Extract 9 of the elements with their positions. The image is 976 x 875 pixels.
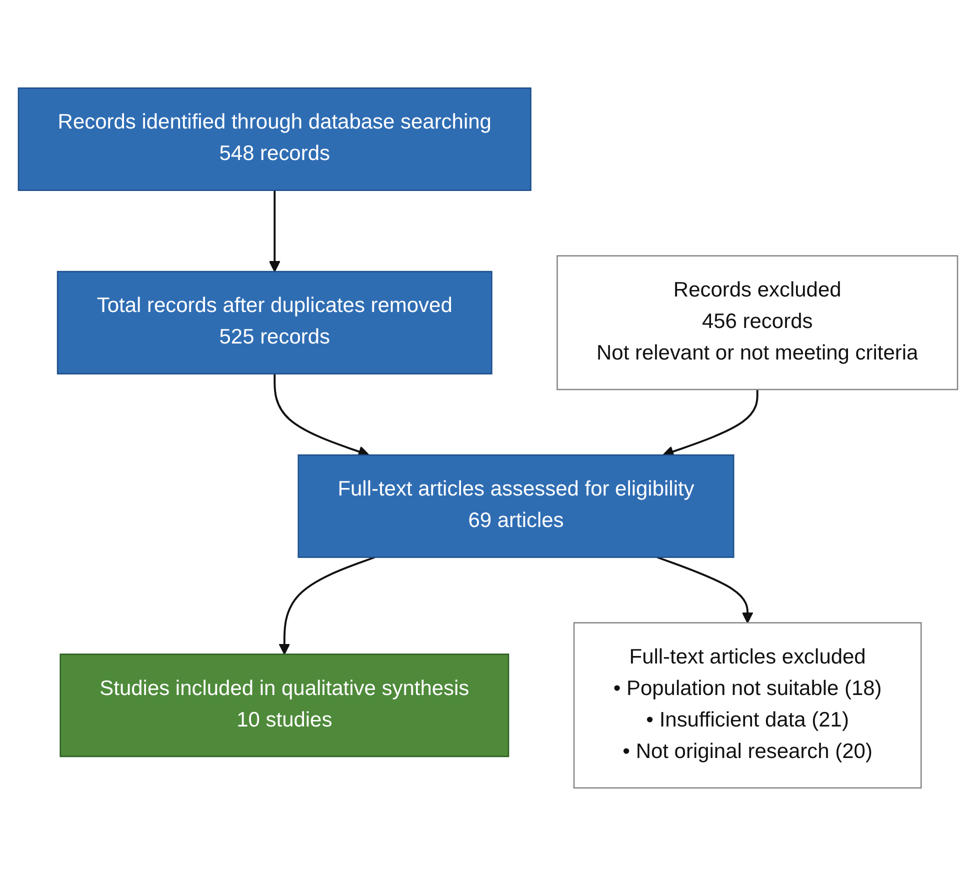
arrow xyxy=(656,556,754,623)
node-box: Full-text articles assessed for eligibility 69 articles xyxy=(298,454,734,558)
node-box: Records identified through database searching 548 records xyxy=(18,86,532,190)
node-box: Total records after duplicates removed 525 records xyxy=(56,270,492,374)
arrow xyxy=(278,556,376,654)
node-box: Records excluded 456 records Not relevant or not meeting criteria xyxy=(556,254,958,390)
node-box: Studies included in qualitative synthesis 10 studies xyxy=(60,653,510,757)
node-box: Full-text articles excluded • Population not suitable (18) • Insufficient data (21) • Not original research (20) xyxy=(573,622,922,788)
arrow xyxy=(268,190,280,272)
